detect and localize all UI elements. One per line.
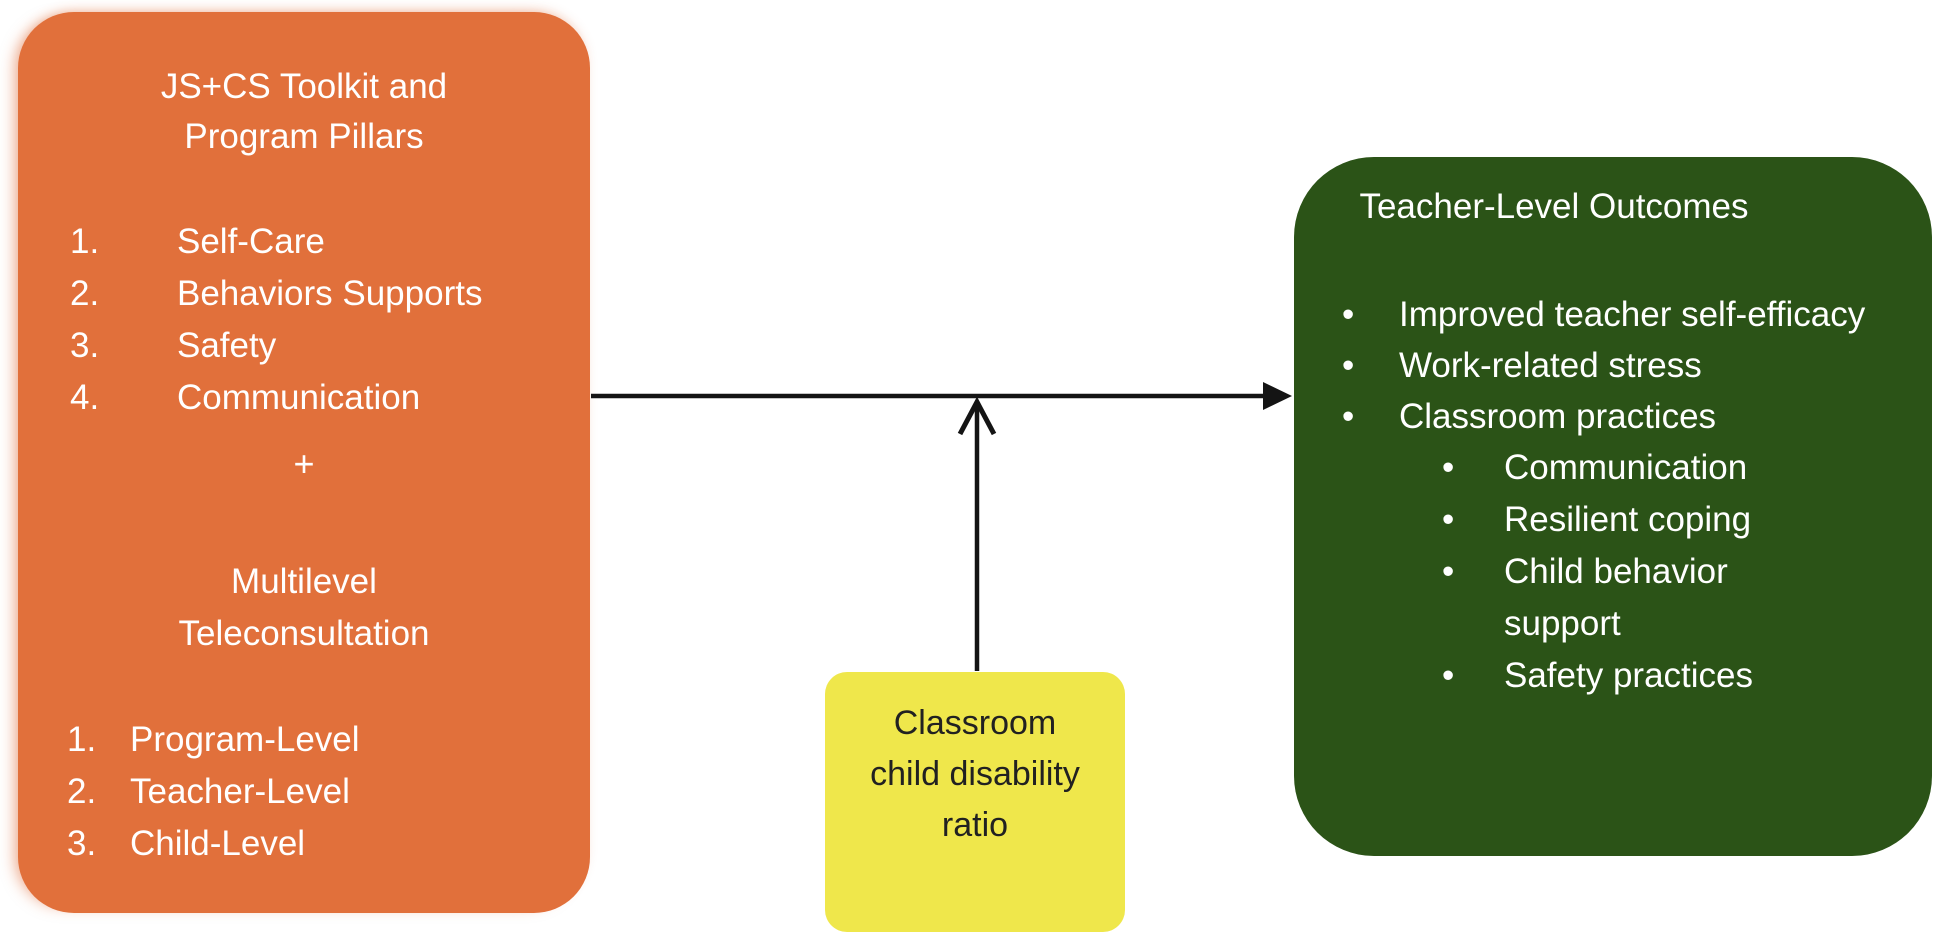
pillar-row: 2. Behaviors Supports	[18, 268, 590, 320]
pillar-row: 4. Communication	[18, 372, 590, 424]
bullet-icon: •	[1342, 295, 1355, 334]
bullet-row: • Classroom practices	[1294, 391, 1932, 442]
outcomes-title: Teacher-Level Outcomes	[1359, 187, 1749, 226]
sub-bullet-row: • Resilient coping	[1294, 494, 1932, 546]
sub-bullet-icon: •	[1442, 448, 1455, 487]
pillar-number: 3.	[70, 326, 100, 365]
moderator-box: Classroom child disability ratio	[825, 672, 1125, 932]
sub-bullet-icon: •	[1442, 552, 1455, 591]
level-number: 2.	[67, 772, 97, 811]
bullet-label: Improved teacher self-efficacy	[1399, 295, 1866, 334]
pillar-label: Self-Care	[177, 222, 325, 261]
intervention-subtitle: Multilevel Teleconsultation	[178, 562, 430, 653]
sub-bullet-label: Child behavior support	[1504, 552, 1728, 643]
sub-bullet-icon: •	[1442, 656, 1455, 695]
level-row: 2. Teacher-Level	[18, 766, 590, 818]
sub-bullet-row: • Child behavior support	[1294, 546, 1932, 650]
bullet-row: • Improved teacher self-efficacy	[1294, 289, 1932, 340]
level-number: 3.	[67, 824, 97, 863]
sub-bullet-label: Resilient coping	[1504, 500, 1752, 539]
level-label: Teacher-Level	[130, 772, 350, 811]
bullet-icon: •	[1342, 346, 1355, 385]
pillar-label: Behaviors Supports	[177, 274, 483, 313]
pillar-number: 4.	[70, 378, 100, 417]
level-label: Child-Level	[130, 824, 306, 863]
sub-bullet-label: Communication	[1504, 448, 1748, 487]
bullet-label: Classroom practices	[1399, 397, 1717, 436]
pillars-list: 1. Self-Care 2. Behaviors Supports 3. Sa…	[18, 216, 590, 424]
outcomes-bullet-list: • Improved teacher self-efficacy • Work-…	[1294, 289, 1932, 702]
pillar-number: 2.	[70, 274, 100, 313]
pillar-row: 3. Safety	[18, 320, 590, 372]
sub-bullet-icon: •	[1442, 500, 1455, 539]
bullet-row: • Work-related stress	[1294, 340, 1932, 391]
moderator-label: Classroom child disability ratio	[870, 704, 1080, 844]
intervention-box: JS+CS Toolkit and Program Pillars 1. Sel…	[18, 12, 590, 913]
pillar-label: Communication	[177, 378, 421, 417]
levels-list: 1. Program-Level 2. Teacher-Level 3. Chi…	[18, 714, 590, 870]
pillar-label: Safety	[177, 326, 277, 365]
pillar-row: 1. Self-Care	[18, 216, 590, 268]
pillar-number: 1.	[70, 222, 100, 261]
main-effect-arrowhead	[1263, 382, 1292, 410]
bullet-label: Work-related stress	[1399, 346, 1702, 385]
sub-bullet-label: Safety practices	[1504, 656, 1753, 695]
level-row: 3. Child-Level	[18, 818, 590, 870]
plus-sign: +	[293, 443, 315, 484]
level-label: Program-Level	[130, 720, 360, 759]
level-number: 1.	[67, 720, 97, 759]
sub-bullet-row: • Communication	[1294, 442, 1932, 494]
outcomes-box: Teacher-Level Outcomes • Improved teache…	[1294, 157, 1932, 856]
bullet-icon: •	[1342, 397, 1355, 436]
moderation-arrowhead	[957, 396, 997, 436]
level-row: 1. Program-Level	[18, 714, 590, 766]
sub-bullet-row: • Safety practices	[1294, 650, 1932, 702]
intervention-title: JS+CS Toolkit and Program Pillars	[160, 67, 448, 156]
